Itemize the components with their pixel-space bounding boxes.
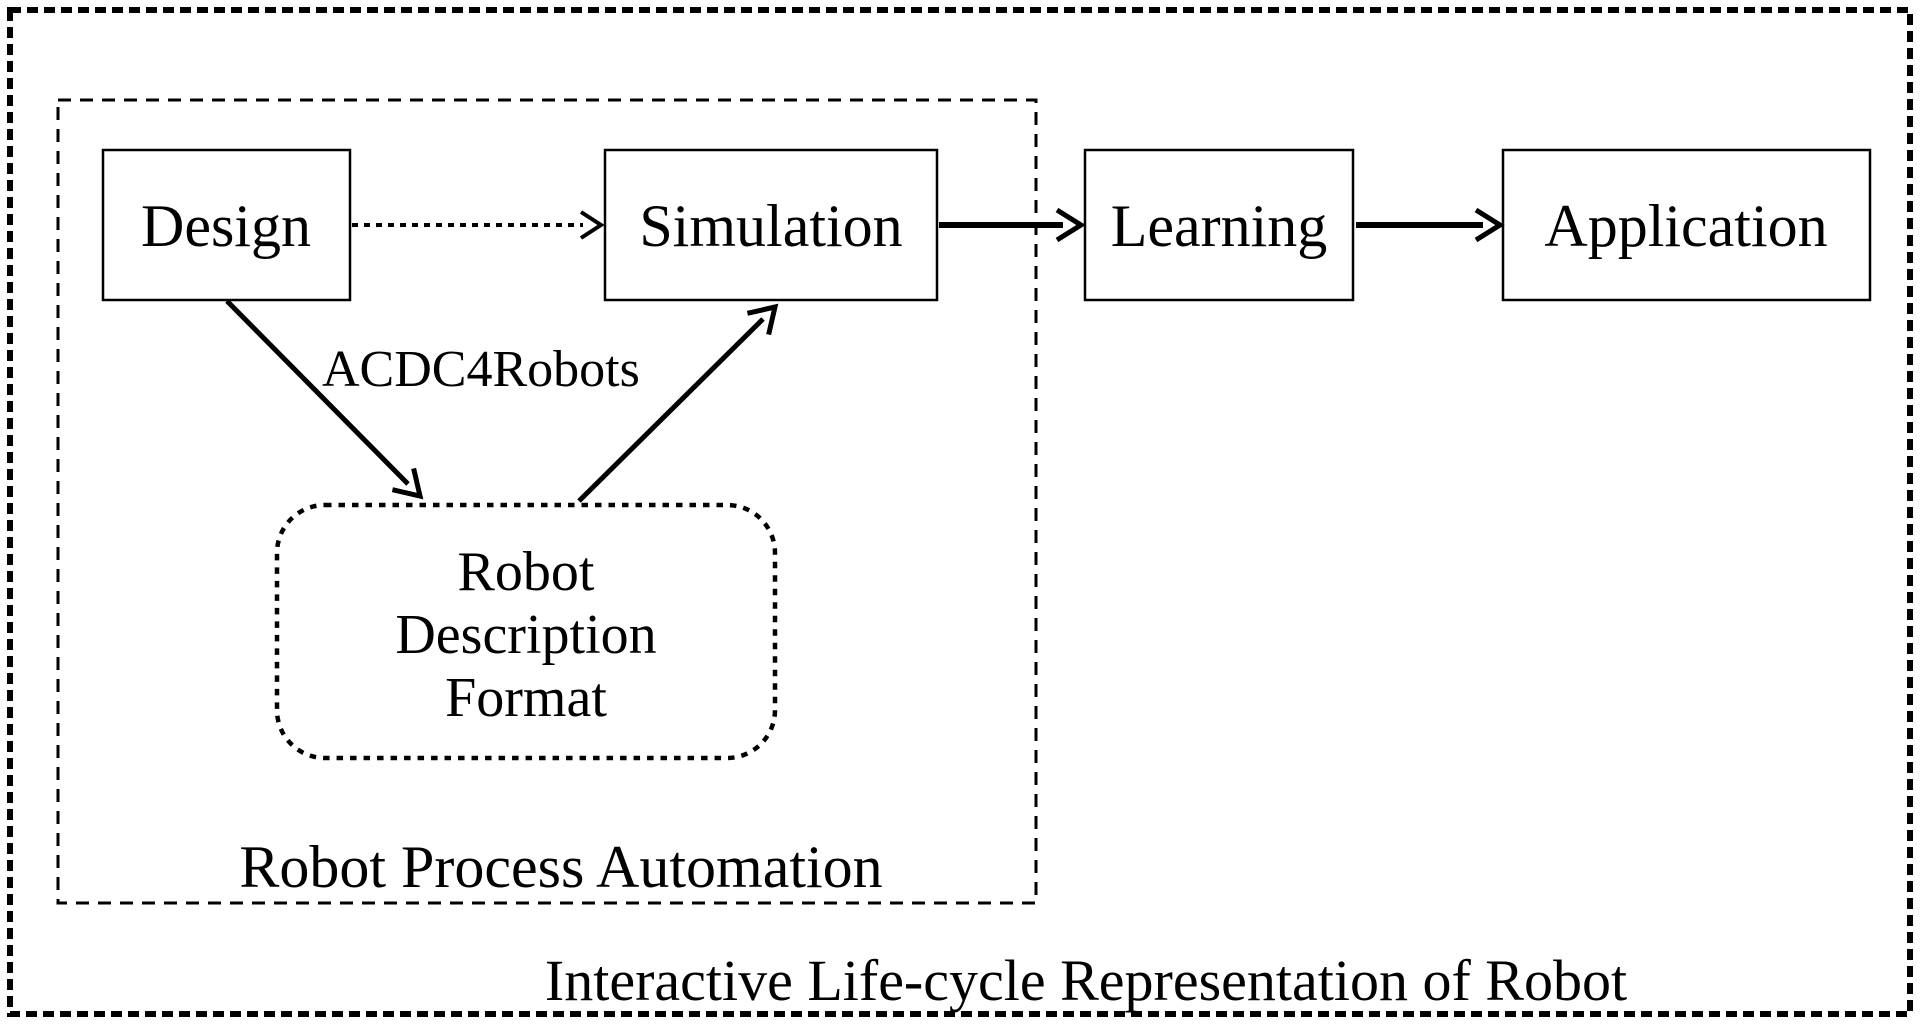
learning-node-label: Learning [1111,193,1328,259]
application-node-box [1501,148,1872,302]
design-to-simulation-arrowhead-icon [579,210,605,240]
learning-to-application-arrowhead-icon [1474,207,1505,243]
design-node: Design [101,148,352,302]
learning-node: Learning [1083,148,1355,302]
design-to-simulation-arrow [352,210,605,240]
rdf-node-label-line3: Format [445,667,607,729]
rdf-node-label-line2: Description [395,604,656,666]
outer-dotted-border [7,7,1913,1017]
rpa-group: Robot Process Automation [56,98,1038,905]
rpa-group-box [56,98,1038,905]
rdf-to-simulation-arrow-line [577,317,765,503]
rdf-node-box [274,502,778,761]
learning-to-application-arrow [1356,207,1505,243]
rpa-group-label: Robot Process Automation [239,834,882,900]
design-node-label: Design [141,193,311,259]
simulation-to-learning-arrowhead-icon [1055,207,1086,243]
design-node-box [101,148,352,302]
learning-node-box [1083,148,1355,302]
rdf-to-simulation-arrowhead-icon [746,303,779,336]
diagram-caption: Interactive Life-cycle Representation of… [545,948,1627,1013]
simulation-node: Simulation [603,148,939,302]
design-to-rdf-arrow [225,299,424,500]
simulation-node-box [603,148,939,302]
simulation-node-label: Simulation [639,193,902,259]
acdc4robots-edge-label: ACDC4Robots [322,341,640,398]
rdf-node: Robot Description Format [274,502,778,761]
rdf-node-label-line1: Robot [458,541,595,603]
design-to-rdf-arrow-line [225,299,410,486]
design-to-rdf-arrowhead-icon [391,467,424,500]
simulation-to-learning-arrow [939,207,1086,243]
application-node: Application [1501,148,1872,302]
rdf-to-simulation-arrow [577,303,779,503]
application-node-label: Application [1544,193,1827,259]
